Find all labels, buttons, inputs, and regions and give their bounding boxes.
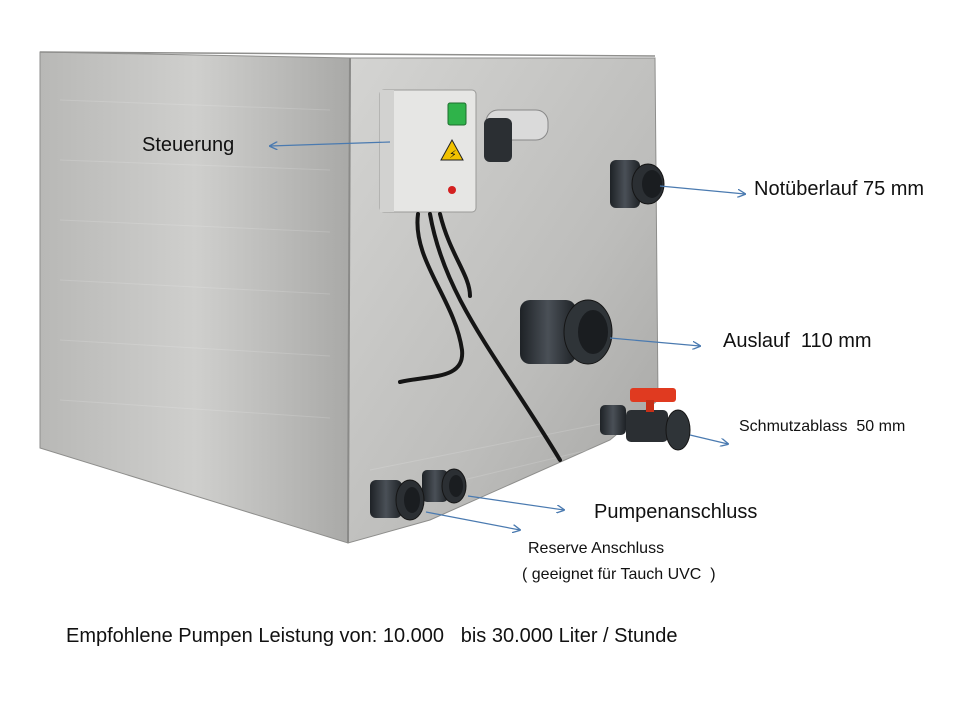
arrow-steuerung (270, 141, 391, 146)
label-pumpenanschluss: Pumpenanschluss (594, 501, 758, 523)
pump-connector (422, 468, 467, 504)
label-reserve-line2: ( geeignet für Tauch UVC ) (522, 566, 716, 583)
valve-handle-icon (630, 388, 676, 402)
label-steuerung: Steuerung (142, 134, 235, 156)
reserve-connector (370, 479, 425, 521)
overflow-pipe-75 (610, 160, 665, 208)
control-box: ⚡ (379, 89, 477, 213)
top-fitting (484, 109, 549, 162)
red-indicator-icon (448, 186, 456, 194)
label-reserve-line1: Reserve Anschluss (528, 540, 665, 557)
arrow-notueberlauf (659, 185, 745, 194)
outlet-pipe-110 (520, 299, 613, 365)
arrow-schmutzablass (689, 434, 728, 444)
control-cables (398, 212, 562, 462)
annotation-arrows (270, 141, 745, 530)
arrow-auslauf (609, 337, 700, 346)
warning-sign-icon (440, 138, 464, 161)
tank-top-rim (39, 51, 656, 57)
drain-valve-50 (600, 388, 691, 451)
arrow-reserve (425, 511, 520, 530)
control-box-edge (380, 90, 394, 212)
label-schmutzablass: Schmutzablass 50 mm (739, 418, 906, 435)
footer-pump-recommendation: Empfohlene Pumpen Leistung von: 10.000 b… (66, 625, 678, 647)
warning-bolt-icon: ⚡ (449, 148, 457, 161)
label-notueberlauf: Notüberlauf 75 mm (754, 178, 925, 200)
tank-left-face (39, 51, 351, 544)
tank-edge (347, 57, 351, 544)
green-switch-icon (447, 102, 467, 126)
brushed-texture (59, 99, 631, 501)
steel-tank (39, 51, 659, 544)
label-auslauf: Auslauf 110 mm (723, 330, 872, 352)
arrow-pumpenanschluss (467, 495, 564, 510)
